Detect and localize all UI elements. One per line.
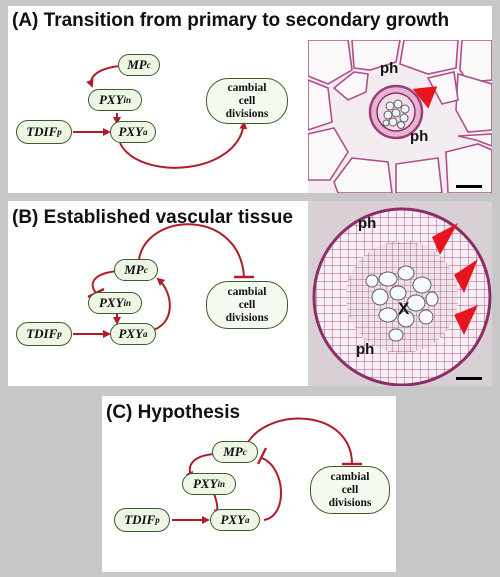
node-pxyin-label: PXY bbox=[98, 92, 124, 107]
node-pxyin-sub: in bbox=[217, 479, 226, 489]
edge-pxya-to-mpc bbox=[149, 277, 171, 332]
micrograph-a: ph ph bbox=[308, 40, 492, 193]
node-pxya-label: PXY bbox=[118, 326, 144, 341]
edge-pxya-to-cambial bbox=[119, 121, 248, 169]
cambial-line-3: divisions bbox=[225, 107, 269, 120]
micrograph-b-arrowhead-2 bbox=[454, 259, 478, 293]
micrograph-b-label-ph-bottom: ph bbox=[356, 341, 375, 358]
micrograph-b: ph X ph bbox=[308, 201, 492, 386]
node-mpc-label: MP bbox=[223, 444, 243, 459]
micrograph-a-arrowhead bbox=[412, 86, 438, 109]
node-pxya-sub: a bbox=[245, 515, 250, 525]
micrograph-a-label-ph-bottom: ph bbox=[410, 128, 429, 145]
node-mpc-sub: c bbox=[143, 265, 148, 275]
node-pxya-label: PXY bbox=[220, 512, 246, 527]
panel-c-title: (C) Hypothesis bbox=[106, 402, 241, 423]
micrograph-b-arrowhead-3 bbox=[454, 305, 478, 335]
node-tdifp-sub: p bbox=[155, 515, 160, 525]
node-pxyin-label: PXY bbox=[98, 295, 124, 310]
cambial-line-1: cambial bbox=[227, 285, 267, 298]
cambial-line-2: cell bbox=[238, 94, 256, 107]
cambial-line-2: cell bbox=[341, 483, 359, 496]
node-mpc-label: MP bbox=[124, 262, 144, 277]
micrograph-a-cells bbox=[308, 40, 492, 193]
node-pxya-label: PXY bbox=[118, 124, 144, 139]
edge-pxya-inhibits-mpc-bar bbox=[256, 447, 268, 465]
cambial-cell-divisions-node: cambial cell divisions bbox=[206, 281, 288, 329]
micrograph-a-scale-bar bbox=[456, 185, 482, 188]
node-tdifp-label: TDIF bbox=[26, 326, 58, 341]
node-mpc-sub: c bbox=[242, 447, 247, 457]
cambial-cell-divisions-node: cambial cell divisions bbox=[310, 466, 390, 514]
node-tdifp-sub: p bbox=[57, 127, 62, 137]
panel-a-edges bbox=[73, 65, 248, 169]
cambial-line-1: cambial bbox=[330, 470, 370, 483]
node-pxyin-sub: in bbox=[123, 298, 132, 308]
panel-a: (A) Transition from primary to secondary… bbox=[8, 6, 492, 193]
micrograph-b-arrowhead-1 bbox=[432, 223, 458, 255]
micrograph-a-label-ph-top: ph bbox=[380, 60, 399, 77]
micrograph-b-label-x: X bbox=[398, 299, 410, 318]
micrograph-b-scale-bar bbox=[456, 377, 482, 380]
cambial-line-3: divisions bbox=[225, 311, 269, 324]
node-pxyin-sub: in bbox=[123, 95, 132, 105]
cambial-cell-divisions-node: cambial cell divisions bbox=[206, 78, 288, 124]
node-tdifp-sub: p bbox=[57, 329, 62, 339]
node-tdifp-label: TDIF bbox=[26, 124, 58, 139]
cambial-line-3: divisions bbox=[328, 496, 372, 509]
edge-mpc-to-pxyin bbox=[86, 65, 121, 88]
edge-mpc-inhibits-cambial bbox=[247, 417, 353, 465]
cambial-line-1: cambial bbox=[227, 81, 267, 94]
panel-a-title: (A) Transition from primary to secondary… bbox=[12, 10, 450, 31]
node-pxya-sub: a bbox=[143, 127, 148, 137]
cambial-line-2: cell bbox=[238, 298, 256, 311]
edge-mpc-inhibits-pxyin bbox=[91, 270, 119, 294]
panel-b-edges bbox=[73, 223, 254, 338]
node-pxyin-label: PXY bbox=[192, 476, 218, 491]
node-mpc-label: MP bbox=[127, 57, 147, 72]
node-mpc-sub: c bbox=[146, 60, 151, 70]
edge-mpc-inhibits-cambial bbox=[138, 223, 245, 278]
micrograph-b-tissue bbox=[308, 201, 492, 386]
micrograph-b-label-ph-top: ph bbox=[358, 215, 377, 232]
panel-b-title: (B) Established vascular tissue bbox=[12, 207, 293, 228]
node-tdifp-label: TDIF bbox=[124, 512, 156, 527]
node-pxya-sub: a bbox=[143, 329, 148, 339]
edge-pxya-to-mpc-loop bbox=[261, 457, 282, 521]
